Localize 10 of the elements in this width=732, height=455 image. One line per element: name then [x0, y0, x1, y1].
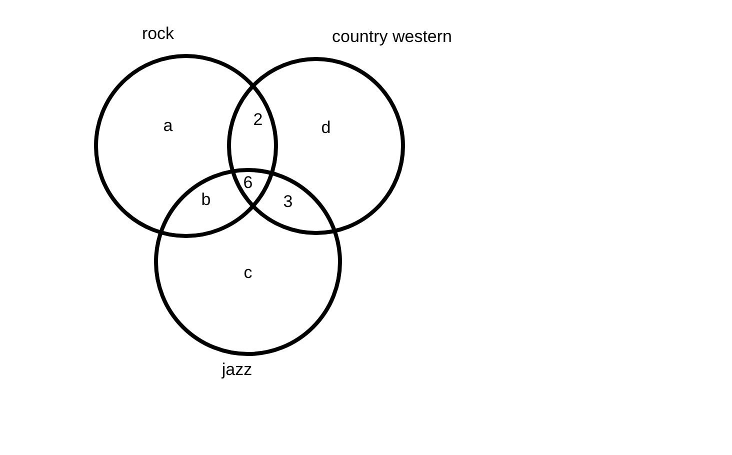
- set-label: rock: [142, 24, 174, 44]
- region-label: d: [321, 118, 331, 138]
- region-label: c: [244, 263, 252, 283]
- region-label: 2: [253, 110, 263, 130]
- region-label: 3: [283, 192, 293, 212]
- set-label: country western: [332, 27, 452, 47]
- region-label: 6: [243, 173, 253, 193]
- region-label: a: [163, 116, 173, 136]
- set-label: jazz: [222, 360, 252, 380]
- region-label: b: [201, 190, 211, 210]
